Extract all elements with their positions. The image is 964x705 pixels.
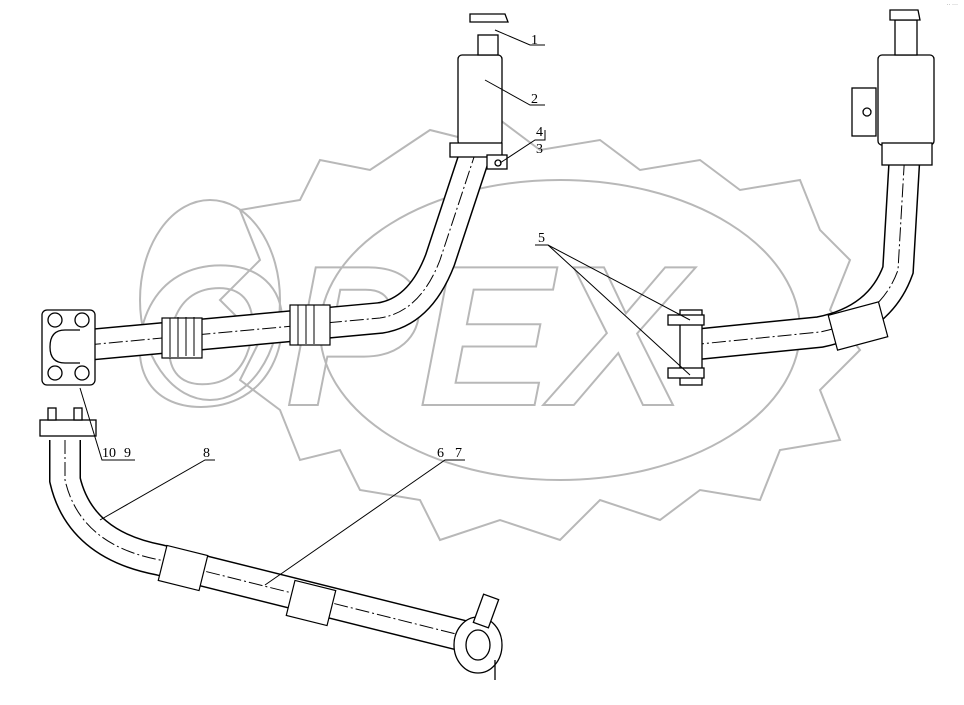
right-pipe <box>667 9 935 386</box>
upper-pipe <box>63 139 494 363</box>
callout-2: 2 <box>531 92 538 107</box>
callout-4: 4 <box>536 125 543 140</box>
upper-cylinder <box>449 13 509 170</box>
callout-6: 6 <box>437 446 444 461</box>
lower-pipe <box>39 407 503 680</box>
callout-7: 7 <box>455 446 462 461</box>
callout-5: 5 <box>538 231 545 246</box>
callout-8: 8 <box>203 446 210 461</box>
callout-9: 9 <box>124 446 131 461</box>
callout-3: 3 <box>536 142 543 157</box>
leader-lines <box>79 29 691 586</box>
corner-mark: ·· ··· <box>946 2 958 8</box>
left-flange <box>41 309 96 386</box>
callout-10: 10 <box>102 446 116 461</box>
callouts: 1 2 3 4 5 6 7 8 9 10 <box>102 33 545 461</box>
callout-1: 1 <box>531 33 538 48</box>
